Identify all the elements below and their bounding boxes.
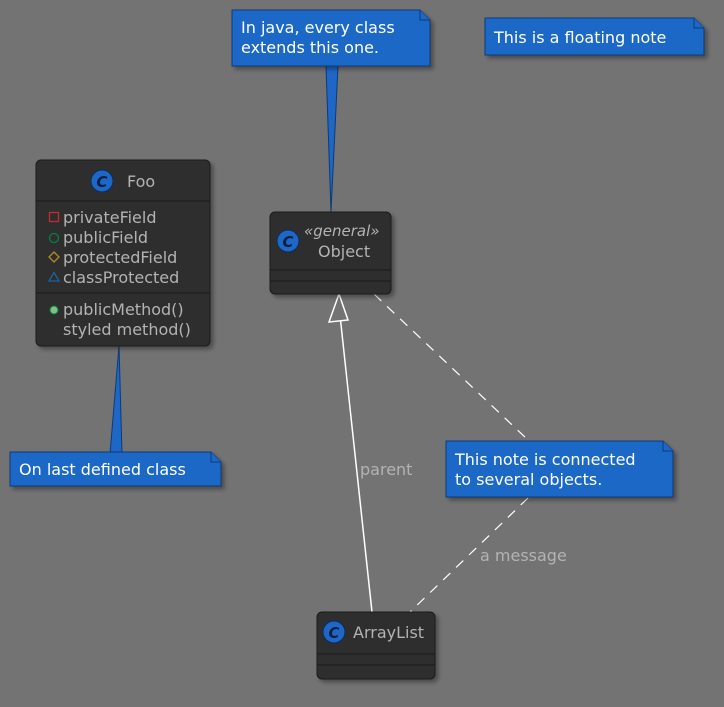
note-connected-line-1: This note is connected	[454, 450, 636, 469]
note-link-arraylist	[409, 497, 529, 613]
note-connected[interactable]	[445, 440, 674, 498]
note-last-class[interactable]	[9, 451, 222, 487]
class-object-content: C «general» Object	[270, 222, 391, 282]
note-connected-line-2: to several objects.	[455, 470, 602, 489]
class-foo[interactable]	[35, 159, 211, 347]
class-foo-content: C Foo privateField publicField protected…	[36, 169, 210, 339]
field-public: publicField	[63, 228, 148, 247]
note-link-object	[373, 293, 529, 441]
class-icon-letter: C	[282, 233, 293, 251]
class-icon	[322, 620, 346, 644]
inheritance-label: parent	[360, 460, 412, 479]
class-arraylist-content: C ArrayList	[317, 620, 435, 666]
note-java-line-1: In java, every class	[241, 18, 395, 37]
public-method-marker-icon	[49, 305, 59, 315]
field-private: privateField	[63, 208, 157, 227]
class-name: Foo	[127, 172, 155, 191]
class-icon-letter: C	[328, 624, 339, 642]
class-object[interactable]	[269, 211, 392, 295]
class-icon-letter: C	[96, 173, 107, 191]
class-icon	[276, 229, 300, 253]
protected-marker-icon	[48, 251, 60, 263]
note-floating[interactable]	[484, 17, 705, 56]
note-java-line-2: extends this one.	[241, 38, 379, 57]
class-stereotype: «general»	[304, 222, 380, 240]
field-class-protected: classProtected	[63, 268, 179, 287]
private-marker-icon	[48, 211, 60, 223]
inheritance-arrowhead	[327, 291, 350, 323]
note-link-label: a message	[480, 546, 567, 565]
note-connector-foo	[109, 345, 123, 455]
class-icon	[90, 169, 114, 193]
note-java[interactable]	[231, 9, 431, 67]
note-last-class-text: On last defined class	[19, 460, 186, 479]
field-protected: protectedField	[63, 248, 177, 267]
class-name: Object	[318, 242, 370, 261]
package-marker-icon	[47, 271, 61, 282]
note-floating-text: This is a floating note	[493, 28, 666, 47]
class-arraylist[interactable]	[316, 611, 436, 680]
note-connector-java	[325, 65, 339, 213]
public-field-marker-icon	[48, 232, 60, 244]
inheritance-edge	[338, 305, 373, 613]
class-name: ArrayList	[353, 623, 424, 642]
method-styled: styled method()	[63, 320, 191, 339]
method-public: publicMethod()	[63, 300, 184, 319]
